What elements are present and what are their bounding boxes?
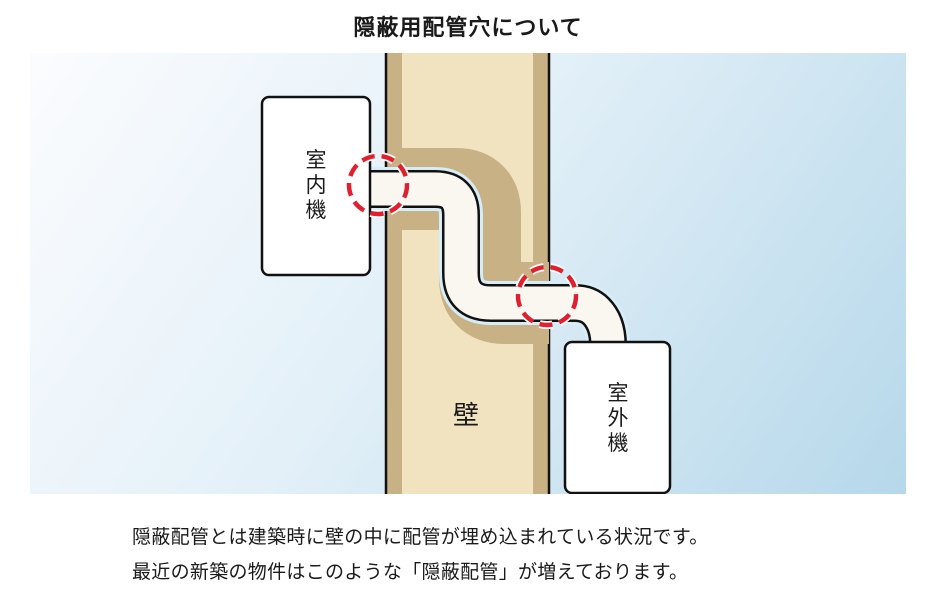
diagram-graphic <box>260 53 672 494</box>
outdoor-penetration-highlight <box>515 264 579 328</box>
outdoor-unit <box>563 340 672 494</box>
page-title: 隠蔽用配管穴について <box>353 16 583 41</box>
caption-line-1: 隠蔽配管とは建築時に壁の中に配管が埋め込まれている状況です。 <box>132 526 709 548</box>
indoor-unit <box>260 95 372 277</box>
highlight-circles <box>345 152 580 329</box>
caption-line-2: 最近の新築の物件はこのような「隠蔽配管」が増えております。 <box>132 561 689 583</box>
indoor-unit-label: 室 内 機 <box>305 148 327 222</box>
wall-label: 壁 <box>453 401 480 431</box>
outdoor-unit-label: 室 外 機 <box>607 381 629 455</box>
indoor-penetration-highlight <box>346 153 410 217</box>
refrigerant-pipe <box>366 167 630 358</box>
concealed-piping-diagram: 室 内 機 室 外 機 壁 <box>30 53 906 494</box>
